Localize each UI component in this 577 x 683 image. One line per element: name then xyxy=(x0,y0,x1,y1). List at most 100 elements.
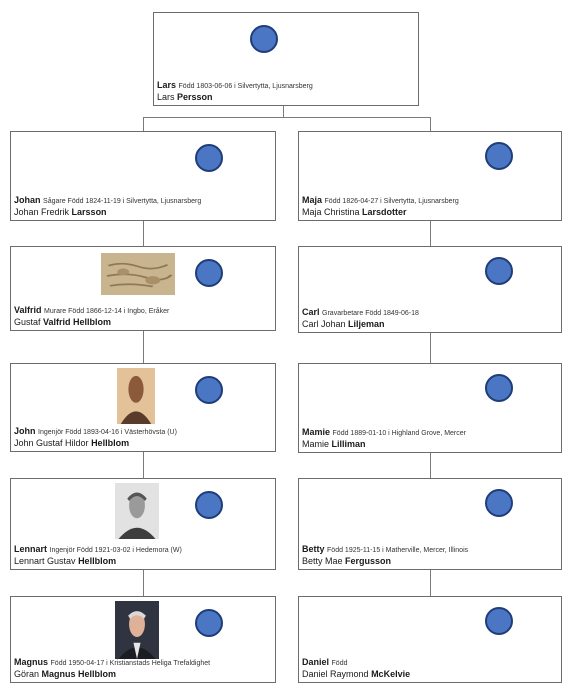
ancestor-right-card-4[interactable]: Betty Född 1925-11-15 i Matherville, Mer… xyxy=(298,478,562,570)
person-line-2: Maja Christina Larsdotter xyxy=(302,207,558,217)
person-line-2: Mamie Lilliman xyxy=(302,439,558,449)
full-given-names: Göran xyxy=(14,669,40,679)
person-marker-icon[interactable] xyxy=(250,25,278,53)
connector-line xyxy=(430,333,431,363)
person-detail: Född 1803-06-06 i Silvertytta, Ljusnarsb… xyxy=(178,83,313,90)
full-given-names: Carl Johan xyxy=(302,319,346,329)
person-line-2: Lennart Gustav Hellblom xyxy=(14,556,272,566)
connector-line xyxy=(143,570,144,596)
connector-line xyxy=(430,453,431,478)
full-given-names: John Gustaf Hildor xyxy=(14,438,89,448)
given-name: Valfrid xyxy=(14,305,42,315)
connector-line xyxy=(143,117,144,131)
person-line-1: Johan Sågare Född 1824-11-19 i Silvertyt… xyxy=(14,195,272,207)
surname: Larsdotter xyxy=(362,207,407,217)
person-line-1: Lars Född 1803-06-06 i Silvertytta, Ljus… xyxy=(157,80,415,92)
ancestor-left-card-4[interactable]: Lennart Ingenjör Född 1921-03-02 i Hedem… xyxy=(10,478,276,570)
surname: McKelvie xyxy=(371,669,411,679)
given-name: Maja xyxy=(302,195,323,205)
given-name: Betty xyxy=(302,544,325,554)
connector-line xyxy=(143,117,431,118)
root-person-card[interactable]: Lars Född 1803-06-06 i Silvertytta, Ljus… xyxy=(153,12,419,106)
photo-graphic xyxy=(115,601,159,659)
photo-graphic xyxy=(101,253,175,295)
ancestor-left-card-3[interactable]: John Ingenjör Född 1893-04-16 i Västerhö… xyxy=(10,363,276,452)
person-marker-icon[interactable] xyxy=(485,257,513,285)
person-marker-icon[interactable] xyxy=(195,491,223,519)
given-name: Daniel xyxy=(302,657,330,667)
connector-line xyxy=(143,221,144,246)
person-line-1: Carl Gravarbetare Född 1849-06-18 xyxy=(302,307,558,319)
person-photo xyxy=(117,368,155,424)
surname: Valfrid Hellblom xyxy=(43,317,112,327)
person-marker-icon[interactable] xyxy=(485,142,513,170)
person-photo xyxy=(101,253,175,295)
person-detail: Ingenjör Född 1921-03-02 i Hedemora (W) xyxy=(49,547,182,554)
person-marker-icon[interactable] xyxy=(195,376,223,404)
given-name: Carl xyxy=(302,307,320,317)
person-line-2: Carl Johan Liljeman xyxy=(302,319,558,329)
person-detail: Gravarbetare Född 1849-06-18 xyxy=(322,310,419,317)
person-line-1: John Ingenjör Född 1893-04-16 i Västerhö… xyxy=(14,426,272,438)
connector-line xyxy=(430,117,431,131)
ancestor-left-card-1[interactable]: Johan Sågare Född 1824-11-19 i Silvertyt… xyxy=(10,131,276,221)
person-marker-icon[interactable] xyxy=(195,144,223,172)
full-given-names: Gustaf xyxy=(14,317,41,327)
person-line-2: Johan Fredrik Larsson xyxy=(14,207,272,217)
ancestor-right-card-1[interactable]: Maja Född 1826-04-27 i Silvertytta, Ljus… xyxy=(298,131,562,221)
surname: Hellblom xyxy=(78,556,117,566)
full-given-names: Lennart Gustav xyxy=(14,556,76,566)
person-marker-icon[interactable] xyxy=(485,374,513,402)
person-line-1: Valfrid Murare Född 1866-12-14 i Ingbo, … xyxy=(14,305,272,317)
person-line-1: Magnus Född 1950-04-17 i Kristianstads H… xyxy=(14,657,272,669)
ancestor-left-card-5[interactable]: Magnus Född 1950-04-17 i Kristianstads H… xyxy=(10,596,276,683)
person-marker-icon[interactable] xyxy=(485,489,513,517)
connector-line xyxy=(430,570,431,596)
person-line-1: Daniel Född xyxy=(302,657,558,669)
person-line-1: Maja Född 1826-04-27 i Silvertytta, Ljus… xyxy=(302,195,558,207)
person-line-2: Daniel Raymond McKelvie xyxy=(302,669,558,679)
given-name: Magnus xyxy=(14,657,49,667)
ancestor-left-card-2[interactable]: Valfrid Murare Född 1866-12-14 i Ingbo, … xyxy=(10,246,276,331)
surname: Persson xyxy=(177,92,213,102)
person-detail: Ingenjör Född 1893-04-16 i Västerhövsta … xyxy=(38,429,177,436)
full-given-names: Maja Christina xyxy=(302,207,360,217)
surname: Liljeman xyxy=(348,319,385,329)
person-detail: Murare Född 1866-12-14 i Ingbo, Eråker xyxy=(44,308,170,315)
full-given-names: Mamie xyxy=(302,439,330,449)
person-line-2: Gustaf Valfrid Hellblom xyxy=(14,317,272,327)
person-line-2: John Gustaf Hildor Hellblom xyxy=(14,438,272,448)
person-line-1: Lennart Ingenjör Född 1921-03-02 i Hedem… xyxy=(14,544,272,556)
person-marker-icon[interactable] xyxy=(195,259,223,287)
photo-graphic xyxy=(115,483,159,539)
full-given-names: Lars xyxy=(157,92,175,102)
given-name: Lennart xyxy=(14,544,48,554)
full-given-names: Daniel Raymond xyxy=(302,669,369,679)
connector-line xyxy=(143,331,144,363)
person-photo xyxy=(115,601,159,659)
person-detail: Född 1826-04-27 i Silvertytta, Ljusnarsb… xyxy=(324,198,459,205)
person-marker-icon[interactable] xyxy=(485,607,513,635)
connector-line xyxy=(430,221,431,246)
given-name: John xyxy=(14,426,36,436)
photo-graphic xyxy=(117,368,155,424)
surname: Fergusson xyxy=(345,556,392,566)
person-photo xyxy=(115,483,159,539)
person-line-2: Göran Magnus Hellblom xyxy=(14,669,272,679)
person-detail: Född xyxy=(331,660,348,667)
person-detail: Född 1925-11-15 i Matherville, Mercer, I… xyxy=(327,547,469,554)
surname: Larsson xyxy=(71,207,107,217)
surname: Lilliman xyxy=(331,439,366,449)
ancestor-right-card-3[interactable]: Mamie Född 1889-01-10 i Highland Grove, … xyxy=(298,363,562,453)
full-given-names: Betty Mae xyxy=(302,556,343,566)
given-name: Lars xyxy=(157,80,177,90)
connector-line xyxy=(283,106,284,118)
person-marker-icon[interactable] xyxy=(195,609,223,637)
person-line-1: Mamie Född 1889-01-10 i Highland Grove, … xyxy=(302,427,558,439)
person-detail: Född 1889-01-10 i Highland Grove, Mercer xyxy=(332,430,466,437)
person-line-2: Betty Mae Fergusson xyxy=(302,556,558,566)
surname: Magnus Hellblom xyxy=(41,669,117,679)
